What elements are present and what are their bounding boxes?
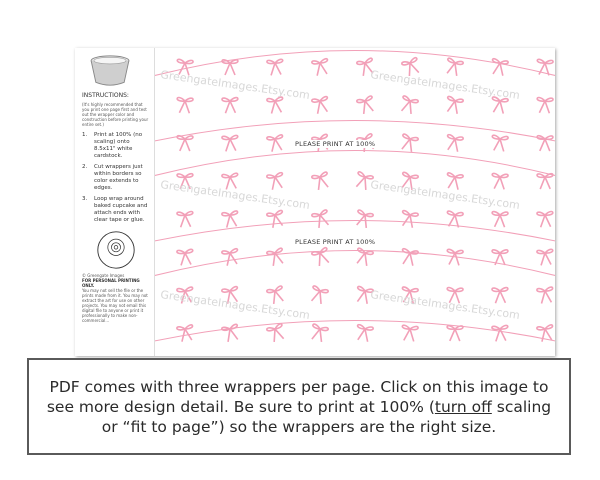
bow-icon (491, 210, 509, 228)
bow-icon (491, 58, 509, 76)
bow-icon (176, 96, 194, 114)
copyright-notice: © Greengate Images FOR PERSONAL PRINTING… (82, 273, 148, 323)
bow-icon (446, 95, 464, 114)
bow-icon (356, 247, 374, 266)
bow-icon (266, 285, 284, 305)
bow-icon (176, 135, 194, 152)
bow-icon (266, 58, 284, 76)
bow-icon (536, 248, 554, 266)
bow-icon (401, 56, 420, 77)
bow-icon (536, 135, 554, 152)
bow-icon (536, 286, 554, 304)
bow-icon (266, 247, 284, 266)
watermark: GreengateImages.Etsy.com (160, 178, 311, 212)
step: 2.Cut wrappers just within borders so co… (82, 164, 143, 191)
bow-icon (266, 96, 284, 114)
bow-icon (536, 324, 554, 342)
bow-icon (400, 95, 419, 115)
bow-icon (311, 323, 329, 343)
bow-icon (221, 96, 239, 114)
bow-icon (401, 171, 419, 190)
bow-icon (176, 324, 194, 342)
print-note: PLEASE PRINT AT 100% (293, 140, 378, 148)
watermark: GreengateImages.Etsy.com (160, 68, 311, 102)
bow-icon (221, 134, 239, 152)
bow-icon (401, 324, 419, 342)
bow-icon (446, 286, 464, 304)
bow-icon (355, 171, 374, 191)
caption-text: PDF comes with three wrappers per page. … (46, 377, 552, 436)
bow-icon (266, 323, 285, 343)
bow-icon (221, 323, 239, 342)
bow-icon (491, 324, 509, 342)
bow-icon (266, 134, 284, 152)
bow-icon (401, 248, 419, 266)
bow-icon (401, 133, 419, 153)
bow-icon (221, 210, 239, 228)
bow-icon (401, 286, 419, 304)
instructions-title: INSTRUCTIONS: (82, 92, 129, 99)
bow-icon (446, 325, 464, 342)
cupcake-wrapper-icon (90, 55, 130, 86)
bow-icon (491, 172, 509, 190)
bow-icon (446, 133, 464, 152)
watermark: GreengateImages.Etsy.com (370, 288, 521, 322)
instruction-steps: 1.Print at 100% (no scaling) onto 8.5x11… (82, 132, 150, 228)
bow-icon (446, 172, 464, 190)
bow-icon (356, 95, 374, 115)
bow-icon (266, 209, 284, 228)
bow-icon (176, 58, 194, 76)
bow-icon (311, 171, 329, 191)
rose-logo-icon (97, 231, 135, 269)
bow-icon (311, 246, 330, 267)
bow-icon (536, 173, 554, 190)
bow-icon (310, 285, 329, 305)
bow-icon (536, 58, 554, 76)
print-note: PLEASE PRINT AT 100% (293, 238, 378, 246)
instructions-note: (It's highly recommended that you print … (82, 102, 149, 127)
bow-icon (536, 96, 554, 114)
wrapper-outline (155, 50, 555, 142)
wrapper-outline (155, 250, 555, 342)
step: 3.Loop wrap around baked cupcake and att… (82, 196, 148, 223)
bow-icon (176, 210, 194, 228)
bow-icon (221, 172, 239, 190)
caption-box: PDF comes with three wrappers per page. … (27, 358, 571, 455)
step: 1.Print at 100% (no scaling) onto 8.5x11… (82, 132, 143, 159)
bow-icon (491, 249, 509, 266)
bow-icon (446, 248, 464, 266)
printable-sheet-preview[interactable]: INSTRUCTIONS: (It's highly recommended t… (75, 48, 555, 356)
bow-icon (176, 173, 194, 190)
watermark: GreengateImages.Etsy.com (160, 288, 311, 322)
bow-icon (221, 59, 239, 76)
bow-icon (311, 95, 329, 114)
bow-icon (176, 286, 194, 304)
bow-icon (446, 210, 464, 228)
bow-icon (491, 96, 509, 114)
bow-icon (491, 134, 509, 152)
watermark: GreengateImages.Etsy.com (370, 178, 521, 212)
turn-off-emphasis: turn off (434, 397, 492, 416)
watermark: GreengateImages.Etsy.com (370, 68, 521, 102)
instructions-panel: INSTRUCTIONS: (It's highly recommended t… (75, 48, 155, 356)
bow-icon (356, 285, 374, 304)
bow-icon (311, 209, 330, 229)
bow-icon (176, 248, 194, 266)
bow-icon (491, 286, 509, 304)
bow-icon (266, 171, 284, 190)
bow-icon (356, 57, 374, 76)
bow-icon (446, 57, 464, 76)
bow-icon (536, 210, 554, 228)
bow-icon (221, 248, 239, 266)
bow-icon (221, 285, 239, 304)
bow-icon (356, 209, 374, 229)
bow-icon (356, 323, 374, 342)
bow-icon (401, 209, 419, 228)
wrapper-outline (155, 150, 555, 242)
bow-icon (311, 58, 329, 76)
